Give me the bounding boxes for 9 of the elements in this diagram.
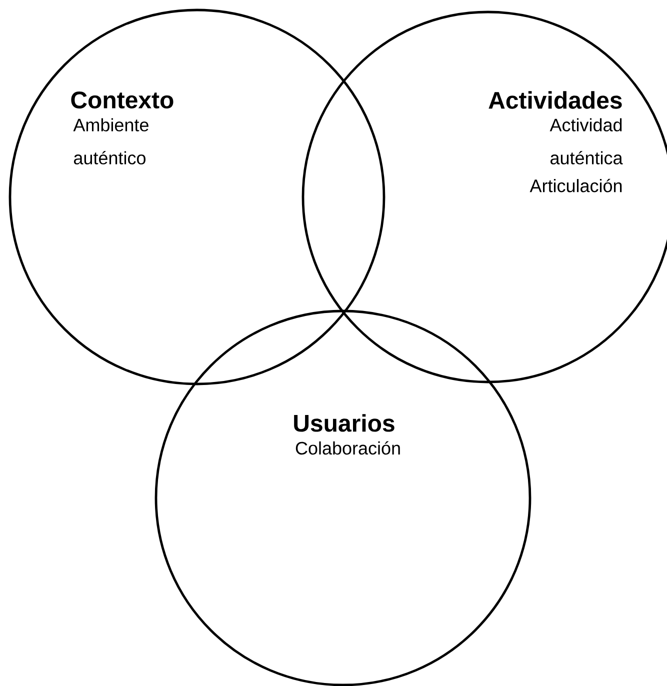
circle-title: Actividades [488,91,622,109]
venn-circle [154,310,532,686]
circle-text: Ambiente auténtico [73,118,148,164]
circle-text: Actividad auténtica [550,118,623,164]
circle-text: Articulación [530,178,622,192]
circle-title: Usuarios [294,414,394,432]
venn-circle [8,8,386,386]
circle-title: Contexto [71,92,174,108]
circle-text: Colaboración [296,441,400,455]
